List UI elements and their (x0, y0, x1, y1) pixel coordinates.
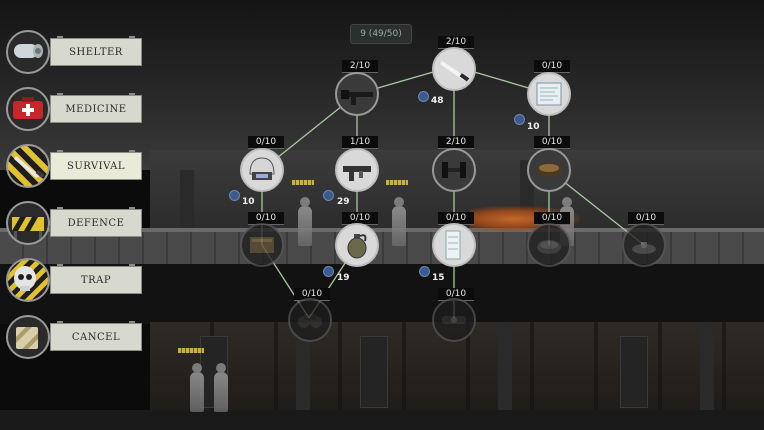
menu-label: CANCEL (50, 321, 142, 351)
health-bar (292, 180, 314, 185)
tree-node-binoculars[interactable] (288, 298, 332, 342)
support-pillar (180, 170, 194, 230)
node-cost: 10 (242, 197, 255, 207)
node-cost: 15 (432, 273, 445, 283)
cost-icon (514, 114, 525, 125)
node-count: 2/10 (438, 136, 474, 149)
basement-pillar (296, 322, 310, 412)
basement-pillar (700, 322, 714, 412)
menu-button-survival[interactable]: SURVIVAL (4, 144, 146, 190)
helmet-icon (249, 157, 275, 180)
menu-label: SHELTER (50, 36, 142, 66)
menu-label: TRAP (50, 264, 142, 294)
tree-node-food[interactable] (527, 223, 571, 267)
binoculars-icon (298, 314, 322, 328)
menu-label: DEFENCE (50, 207, 142, 237)
scroll-icon (536, 82, 562, 106)
survivor-sprite (190, 363, 204, 412)
tree-node-dumbbell[interactable] (432, 148, 476, 192)
basement-pillar (498, 322, 512, 412)
grenade-icon (347, 234, 367, 259)
node-cost: 48 (431, 96, 444, 106)
menu-button-shelter[interactable]: SHELTER (4, 30, 146, 76)
food-icon (537, 240, 561, 254)
soldier-sprite (392, 197, 406, 246)
barricade-icon (6, 201, 50, 245)
tree-node-gun[interactable] (335, 148, 379, 192)
dumbbell-icon (442, 162, 466, 178)
gun-icon (343, 166, 371, 181)
tree-node-grenade[interactable] (335, 223, 379, 267)
tree-node-helmet[interactable] (240, 148, 284, 192)
menu-button-trap[interactable]: TRAP (4, 258, 146, 304)
node-count: 0/10 (534, 136, 570, 149)
node-count: 2/10 (342, 60, 378, 73)
health-bar (178, 348, 204, 353)
node-cost: 29 (337, 197, 350, 207)
basement-door (360, 336, 388, 408)
knife-icon (440, 61, 470, 82)
menu-button-cancel[interactable]: CANCEL (4, 315, 146, 361)
cost-icon (323, 266, 334, 277)
survivor-sprite (214, 363, 228, 412)
bandage-icon (445, 230, 461, 260)
node-count: 1/10 (342, 136, 378, 149)
menu-label: MEDICINE (50, 93, 142, 123)
ammo-icon (250, 237, 274, 253)
tree-node-bandage[interactable] (432, 223, 476, 267)
menu-label: SURVIVAL (50, 150, 142, 180)
node-count: 0/10 (248, 136, 284, 149)
bowl-icon (536, 163, 562, 177)
soldier-sprite (298, 197, 312, 246)
cost-icon (229, 190, 240, 201)
menu-button-defence[interactable]: DEFENCE (4, 201, 146, 247)
menu-button-medicine[interactable]: MEDICINE (4, 87, 146, 133)
node-count: 0/10 (534, 60, 570, 73)
knife-icon (6, 144, 50, 188)
basement-floor (0, 410, 764, 430)
tree-node-ammo[interactable] (240, 223, 284, 267)
tree-node-landmine[interactable] (622, 223, 666, 267)
node-cost: 10 (527, 122, 540, 132)
resource-counter: 9 (49/50) (350, 24, 412, 44)
basement-door (620, 336, 648, 408)
cost-icon (419, 266, 430, 277)
medkit-icon (6, 87, 50, 131)
cost-icon (418, 91, 429, 102)
rifle-icon (341, 90, 373, 105)
tree-node-scroll[interactable] (527, 72, 571, 116)
node-cost: 19 (337, 273, 350, 283)
cancel-icon (6, 315, 50, 359)
scope-icon (442, 316, 466, 324)
skull-icon (6, 258, 50, 302)
tree-node-rifle[interactable] (335, 72, 379, 116)
health-bar (386, 180, 408, 185)
tree-node-knife[interactable] (432, 47, 476, 91)
pipe-icon (6, 30, 50, 74)
landmine-icon (632, 242, 656, 254)
tree-node-scope[interactable] (432, 298, 476, 342)
tree-node-bowl[interactable] (527, 148, 571, 192)
cost-icon (323, 190, 334, 201)
